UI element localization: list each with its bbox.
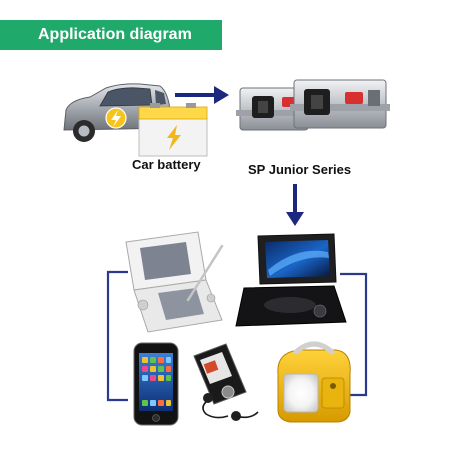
arrow-battery-to-inverter xyxy=(175,86,229,104)
battery-icon xyxy=(138,103,208,157)
portable-dvd-player-icon xyxy=(235,233,347,327)
inverter-unit-right xyxy=(290,79,390,129)
media-player-with-earphones-icon xyxy=(193,343,259,421)
smartphone-icon xyxy=(133,342,179,426)
car-battery-label: Car battery xyxy=(132,157,201,172)
car-lightning-emblem xyxy=(105,107,127,129)
arrow-inverter-to-devices xyxy=(286,184,304,226)
diagram-title-banner: Application diagram xyxy=(0,20,222,50)
sp-junior-series-label: SP Junior Series xyxy=(248,162,352,177)
handheld-game-console-icon xyxy=(125,231,224,333)
yellow-lantern-icon xyxy=(277,341,351,423)
device-group-bracket xyxy=(106,270,368,402)
inverter-icon xyxy=(236,79,390,131)
